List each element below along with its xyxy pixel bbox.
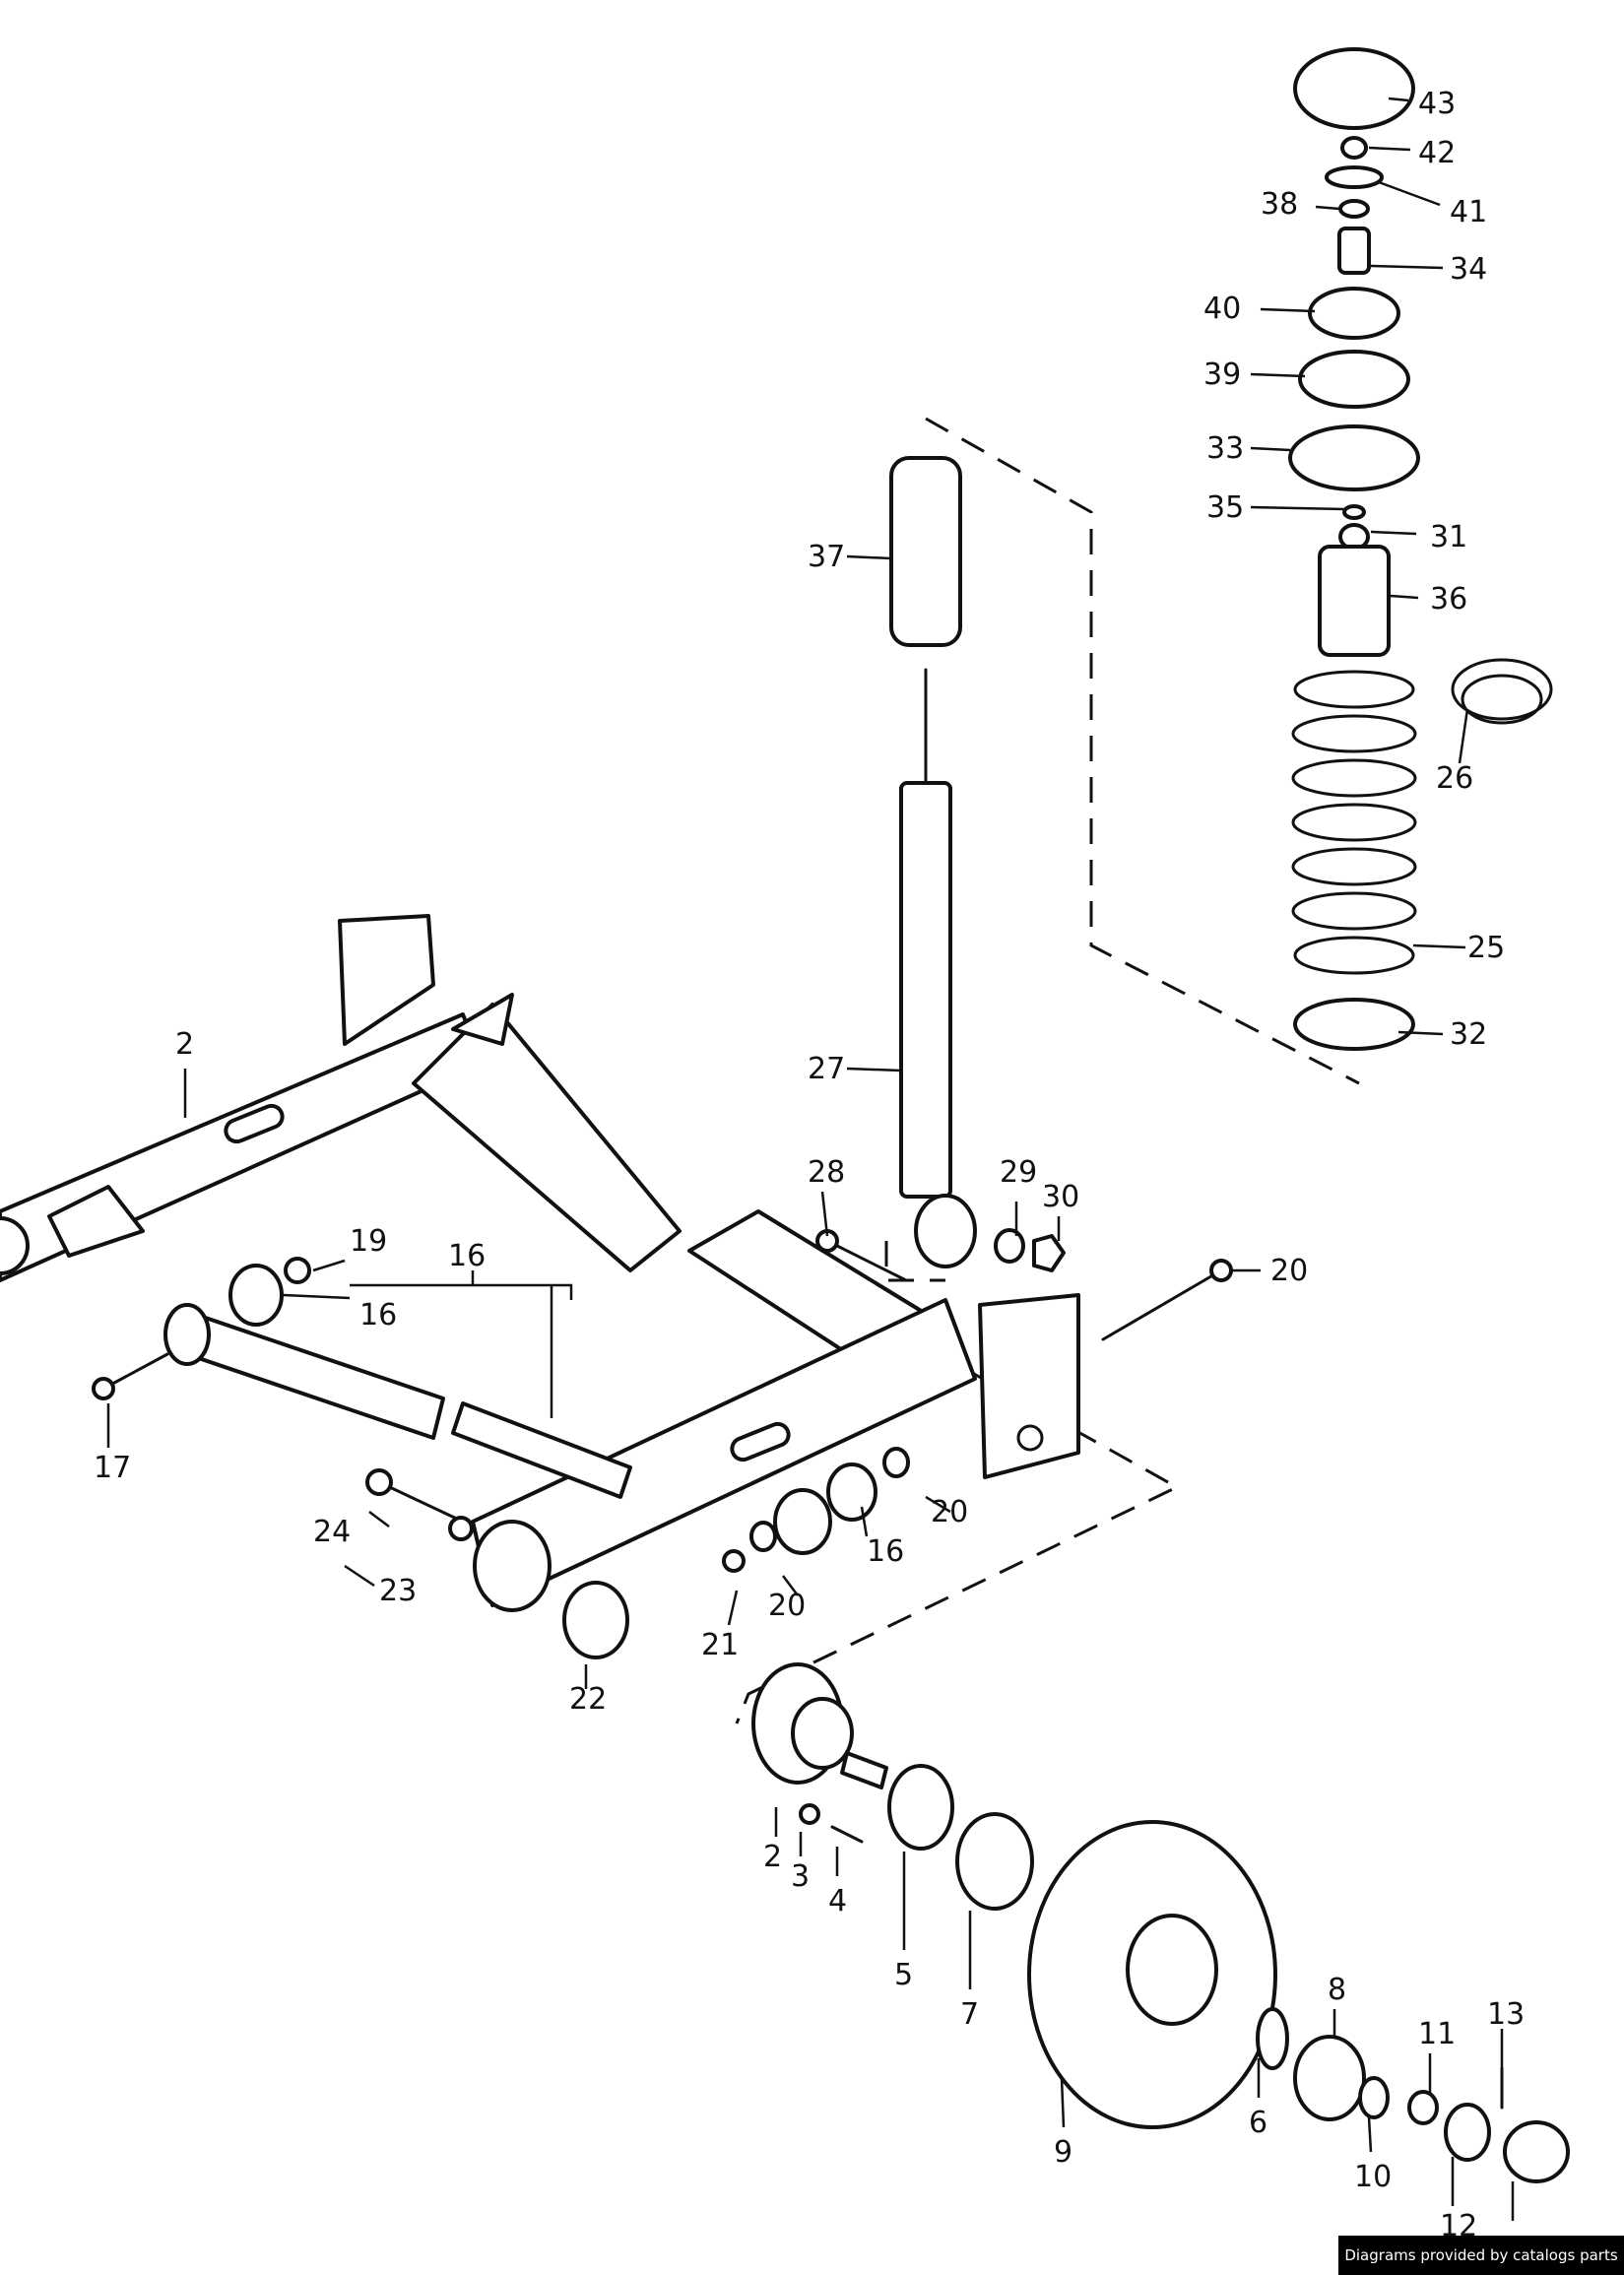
- credit-badge: Diagrams provided by catalogs parts: [1338, 2236, 1624, 2275]
- callout-27: 27: [808, 1052, 845, 1086]
- callout-1: 2: [175, 1027, 194, 1062]
- callout-labels: 43 42 41 38 34 40 39 33 35 31 36 26 25 3…: [94, 87, 1525, 2243]
- callout-16a: 16: [359, 1298, 397, 1332]
- rear-axle-beam[interactable]: [0, 914, 1080, 1612]
- callout-4: 4: [828, 1884, 847, 1918]
- callout-34: 34: [1450, 252, 1487, 287]
- leader-lines: [106, 97, 1515, 2221]
- fasteners[interactable]: [92, 1229, 1233, 1659]
- callout-13: 13: [1487, 1997, 1525, 2032]
- callout-26: 26: [1436, 761, 1473, 796]
- callout-2: 2: [763, 1840, 782, 1874]
- callout-39: 39: [1203, 358, 1241, 392]
- track-rod[interactable]: [163, 1303, 632, 1499]
- hub-and-brake-drum[interactable]: [751, 1662, 1570, 2183]
- callout-3: 3: [791, 1859, 810, 1894]
- shock-absorber[interactable]: [889, 456, 1025, 1268]
- callout-20a: 20: [931, 1495, 968, 1529]
- callout-20b: 20: [768, 1589, 806, 1623]
- callout-5: 5: [894, 1958, 913, 1992]
- callout-21: 21: [701, 1628, 739, 1662]
- callout-24: 24: [313, 1515, 351, 1549]
- callout-36: 36: [1430, 582, 1467, 617]
- callout-33: 33: [1206, 431, 1244, 466]
- callout-16b: 16: [867, 1534, 904, 1569]
- callout-6: 6: [1249, 2106, 1267, 2140]
- callout-41: 41: [1450, 195, 1487, 229]
- callout-30: 30: [1042, 1180, 1079, 1214]
- callout-43: 43: [1418, 87, 1456, 121]
- callout-37: 37: [808, 540, 845, 574]
- callout-25: 25: [1467, 931, 1505, 965]
- callout-18: 19: [350, 1224, 387, 1259]
- callout-22: 22: [569, 1682, 607, 1717]
- callout-29: 29: [1000, 1155, 1037, 1190]
- callout-23: 23: [379, 1574, 417, 1608]
- callout-11: 11: [1418, 2017, 1456, 2051]
- callout-32: 32: [1450, 1017, 1487, 1052]
- callout-38: 38: [1261, 187, 1298, 222]
- callout-35: 35: [1206, 490, 1244, 525]
- callout-7: 7: [960, 1997, 979, 2032]
- callout-42: 42: [1418, 136, 1456, 170]
- callout-40: 40: [1203, 292, 1241, 326]
- callout-8: 8: [1328, 1973, 1346, 2007]
- callout-15: 16: [448, 1239, 486, 1273]
- callout-19: 20: [1270, 1254, 1308, 1288]
- callout-10: 10: [1354, 2160, 1392, 2194]
- callout-28: 28: [808, 1155, 845, 1190]
- callout-31: 31: [1430, 520, 1467, 554]
- callout-9: 9: [1054, 2135, 1072, 2170]
- callout-17: 17: [94, 1451, 131, 1485]
- assembly-dash-lines: [735, 417, 1360, 1724]
- spring-strut-stack[interactable]: [1288, 47, 1553, 1051]
